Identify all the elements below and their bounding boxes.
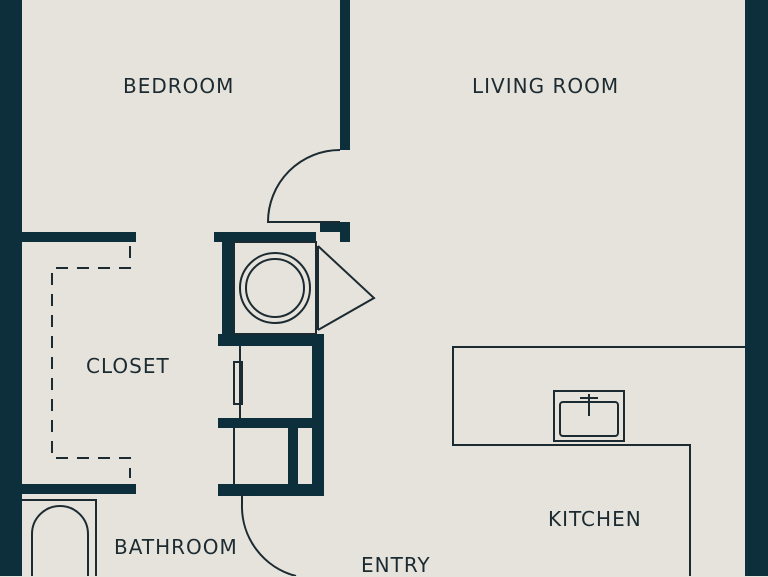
room-label-kitchen: KITCHEN (548, 507, 642, 531)
utility-top-wall (214, 232, 316, 242)
room-label-living-room: LIVING ROOM (472, 74, 620, 98)
utility-right-wall (312, 334, 324, 484)
bathroom-door-swing (240, 503, 297, 576)
utility-shelf-wall (218, 418, 324, 428)
bedroom-closet-wall (22, 232, 136, 242)
room-label-bedroom: BEDROOM (123, 74, 235, 98)
bathtub-icon (22, 499, 97, 576)
utility-left-wall (222, 232, 234, 344)
kitchen-sink-icon (553, 390, 625, 442)
bedroom-south-wall-right (320, 222, 350, 232)
kitchen-counter (452, 346, 745, 576)
left-exterior-wall (0, 0, 22, 576)
closet-shelf-outline (51, 246, 131, 478)
bedroom-jamb (340, 222, 350, 242)
closet-bath-wall (22, 484, 136, 494)
room-label-entry: ENTRY (361, 553, 431, 577)
bedroom-living-wall (340, 0, 350, 150)
bedroom-door-swing (266, 149, 341, 223)
utility-mid-wall (218, 334, 324, 346)
utility-shelf-icon (233, 346, 243, 484)
room-label-bathroom: BATHROOM (114, 535, 238, 559)
right-exterior-wall (745, 0, 768, 576)
room-label-closet: CLOSET (86, 354, 170, 378)
utility-post (288, 428, 298, 484)
washer-dryer-icon (233, 241, 317, 335)
utility-bottom-wall (218, 484, 324, 496)
utility-door-swing (317, 245, 376, 331)
